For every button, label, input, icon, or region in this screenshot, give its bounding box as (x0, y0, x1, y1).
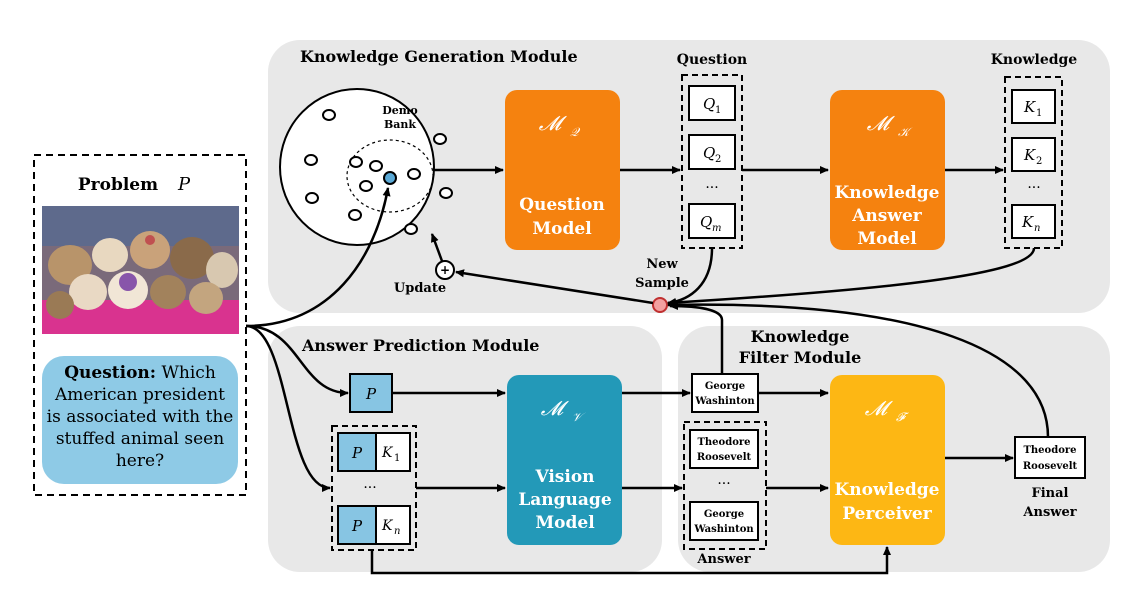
answer-1-box: Theodore Roosevelt (689, 429, 759, 469)
problem-image (42, 206, 239, 334)
final-answer-label-1: Final (1032, 486, 1069, 501)
svg-text:George: George (704, 509, 744, 520)
arrow-final-to-newsample (667, 300, 1050, 438)
arrow-update-to-bank (430, 233, 444, 262)
svg-text:K: K (1023, 98, 1036, 116)
kam-label-2: Answer (851, 206, 923, 226)
svg-text:2: 2 (715, 154, 721, 165)
problem-symbol: P (177, 174, 191, 195)
arrow-newsample-to-update (455, 269, 654, 305)
answer-label: Answer (696, 552, 750, 567)
k1-box: K 1 (1011, 89, 1056, 124)
k2-box: K 2 (1011, 137, 1056, 172)
arrow-problem-to-pk (245, 324, 331, 492)
final-answer-box: Theodore Roosevelt (1014, 436, 1086, 479)
pk-dots: ··· (363, 480, 376, 496)
qm-box: Q m (688, 203, 736, 239)
perceiver-label-2: Perceiver (842, 504, 932, 524)
svg-text:1: 1 (394, 453, 400, 464)
pk1-pair: P K 1 (337, 432, 411, 472)
svg-text:Q: Q (700, 213, 712, 231)
vlm-box (507, 375, 622, 545)
kg-module-title: Knowledge Generation Module (300, 47, 578, 66)
q1-box: Q 1 (688, 85, 736, 121)
svg-text:K: K (1023, 146, 1036, 164)
svg-text:2: 2 (1036, 156, 1042, 167)
kam-label-1: Knowledge (835, 183, 940, 203)
new-sample-label-1: New (646, 257, 678, 272)
q2-box: Q 2 (688, 134, 736, 170)
svg-text:P: P (351, 444, 363, 462)
demo-sample-selected (383, 171, 397, 185)
demo-bank-inner (346, 139, 434, 213)
answer-stack-box (683, 421, 767, 550)
svg-text:K: K (1021, 213, 1034, 231)
svg-text:n: n (1034, 223, 1040, 234)
update-plus: + (440, 263, 450, 277)
arrow-problem-to-bank (245, 187, 391, 328)
question-model-sub: 𝒬 (570, 125, 581, 139)
knowledge-col-box (1004, 76, 1063, 249)
ap-p-symbol: P (365, 385, 377, 403)
arrow-knowledge-to-newsample (667, 247, 1036, 307)
vlm-label-1: Vision (534, 467, 594, 487)
demo-bank-label-1: Demo (382, 104, 418, 117)
svg-text:K: K (381, 518, 394, 534)
question-model-label-1: Question (519, 195, 605, 215)
svg-text:1: 1 (1036, 108, 1042, 119)
question-bubble (42, 356, 238, 484)
svg-text:K: K (381, 445, 394, 461)
final-answer-label-2: Answer (1022, 505, 1076, 520)
update-label: Update (394, 281, 446, 296)
demo-samples (304, 109, 453, 235)
knowledge-col-dots: ··· (1027, 180, 1040, 196)
arrow-pk-to-perceiver (370, 546, 891, 575)
question-label: Question: (64, 363, 157, 383)
update-node (435, 260, 455, 280)
svg-text:m: m (712, 223, 721, 234)
svg-text:Roosevelt: Roosevelt (1023, 461, 1078, 472)
svg-text:Theodore: Theodore (697, 437, 750, 448)
svg-text:Roosevelt: Roosevelt (697, 452, 752, 463)
arrow-answer-to-newsample (669, 302, 724, 374)
demo-bank-label-2: Bank (384, 118, 416, 131)
svg-text:Washinton: Washinton (693, 524, 754, 535)
answer-top-box: George Washinton (691, 373, 759, 413)
answer-2-box: George Washinton (689, 501, 759, 541)
kam-label-3: Model (857, 229, 917, 249)
svg-text:1: 1 (715, 105, 721, 116)
knowledge-answer-model-box (830, 90, 945, 250)
problem-title: Problem (78, 175, 158, 195)
pkn-pair: P K n (337, 505, 411, 545)
svg-text:n: n (394, 526, 400, 537)
kn-box: K n (1011, 204, 1056, 239)
connectors (245, 166, 1050, 575)
question-model-label-2: Model (532, 219, 592, 239)
knowledge-col-title: Knowledge (991, 52, 1078, 68)
question-text-block: Question: Which American president is as… (46, 362, 234, 472)
question-model-box (505, 90, 620, 250)
perceiver-label-1: Knowledge (835, 480, 940, 500)
vlm-label-2: Language (518, 490, 611, 510)
svg-text:P: P (351, 517, 363, 535)
arrow-problem-to-p (245, 324, 349, 397)
vlm-label-3: Model (535, 513, 595, 533)
question-text: Which American president is associated w… (46, 363, 234, 471)
ap-module-title: Answer Prediction Module (301, 336, 539, 355)
svg-text:Theodore: Theodore (1023, 445, 1076, 456)
svg-text:Q: Q (703, 144, 715, 162)
perceiver-box (830, 375, 945, 545)
svg-text:George: George (705, 381, 745, 392)
question-col-dots: ··· (705, 180, 718, 196)
new-sample-node (652, 297, 668, 313)
kf-module-title-2: Filter Module (739, 348, 862, 367)
question-col-title: Question (677, 52, 747, 68)
kf-module-title-1: Knowledge (751, 327, 850, 346)
svg-text:Washinton: Washinton (694, 396, 755, 407)
new-sample-label-2: Sample (635, 276, 689, 291)
svg-text:Q: Q (703, 95, 715, 113)
answer-dots: ··· (717, 476, 730, 492)
